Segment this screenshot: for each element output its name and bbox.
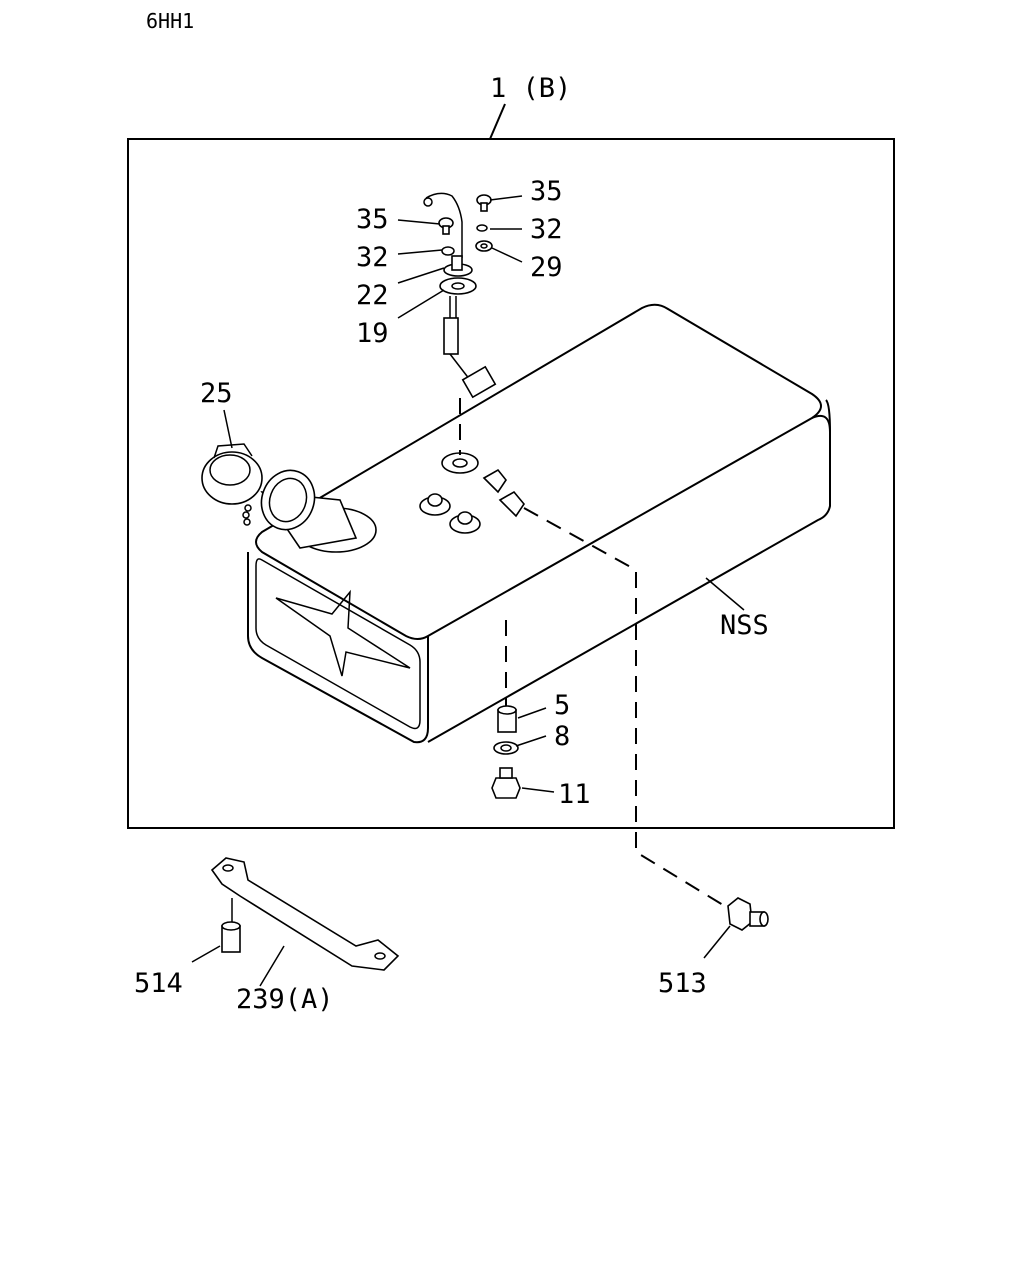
- callout-35-left: 35: [356, 204, 389, 235]
- callout-19: 19: [356, 318, 389, 349]
- leader-8: [515, 735, 547, 747]
- callout-32-left: 32: [356, 242, 389, 273]
- leader-32-left: [397, 249, 443, 255]
- fuel-tank: [247, 303, 831, 744]
- assembly-label: 1 (B): [490, 73, 571, 104]
- callout-8: 8: [554, 721, 570, 752]
- callout-5: 5: [554, 690, 570, 721]
- leader-25: [223, 409, 233, 449]
- callout-29: 29: [530, 252, 563, 283]
- callout-35-right: 35: [530, 176, 563, 207]
- leader-5: [517, 707, 547, 719]
- callout-32-right: 32: [530, 214, 563, 245]
- callout-513: 513: [658, 968, 707, 999]
- leader-11: [521, 787, 555, 793]
- leader-22: [397, 267, 445, 284]
- fitting-dash-line: [523, 507, 729, 909]
- sender-hardware: [438, 194, 493, 256]
- callout-11: 11: [558, 779, 591, 810]
- fuel-cap-part: [201, 443, 263, 526]
- leader-514: [191, 945, 221, 963]
- leader-35-left: [397, 219, 441, 225]
- leader-513: [703, 925, 731, 959]
- assembly-frame: [127, 138, 895, 829]
- tank-fittings: [419, 452, 525, 534]
- filler-neck: [260, 469, 377, 553]
- part-513-fitting: [727, 897, 769, 931]
- callout-514: 514: [134, 968, 183, 999]
- leader-29: [491, 247, 523, 263]
- callout-239: 239(A): [236, 984, 334, 1015]
- callout-25: 25: [200, 378, 233, 409]
- assembly-leader: [489, 103, 506, 140]
- callout-nss: NSS: [720, 610, 769, 641]
- leader-35-right: [489, 195, 523, 201]
- fuel-sender-unit: [423, 192, 497, 399]
- drain-parts: [491, 705, 521, 799]
- callout-22: 22: [356, 280, 389, 311]
- part-514-spacer: [221, 898, 241, 953]
- leader-nss: [705, 577, 745, 611]
- leader-19: [397, 289, 445, 319]
- leader-239: [259, 945, 285, 987]
- bracket-239: [210, 857, 400, 971]
- model-code: 6HH1: [146, 9, 194, 33]
